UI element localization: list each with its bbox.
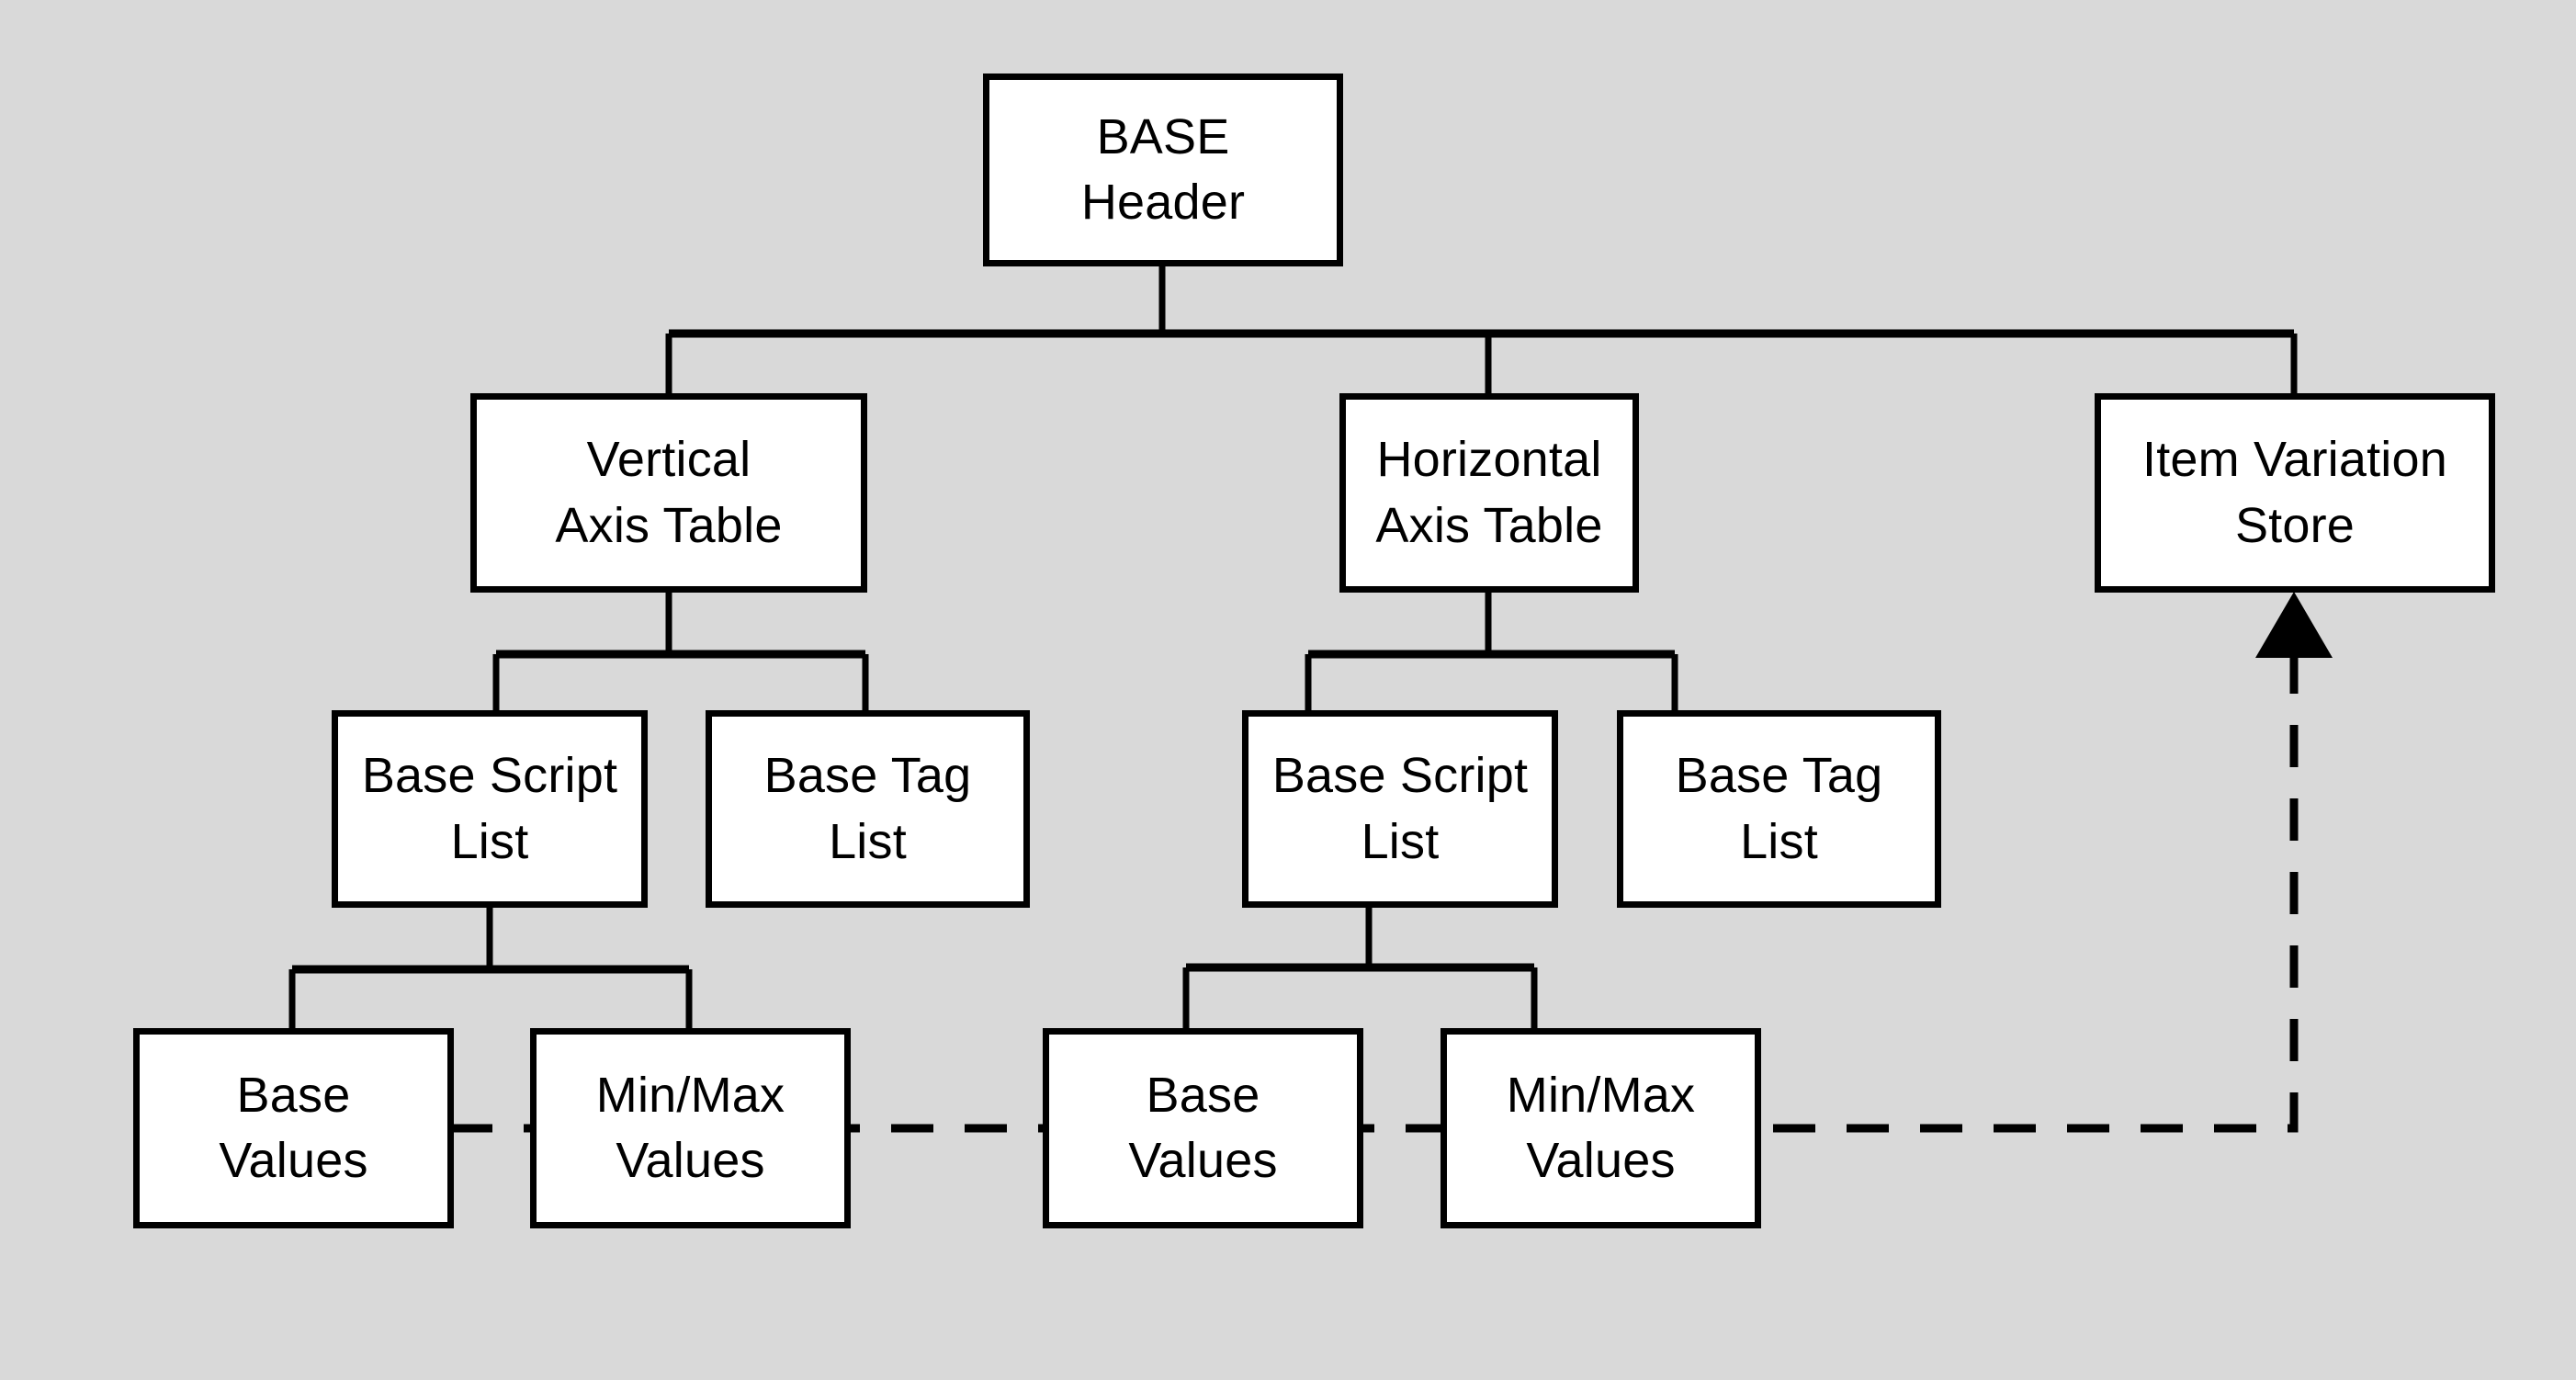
node-horizontal-base-values-line2: Values	[1128, 1133, 1278, 1188]
node-horizontal-base-tag-list-line1: Base Tag	[1675, 748, 1883, 804]
node-item-variation-store-line1: Item Variation	[2142, 432, 2447, 488]
node-horizontal-base-values-line1: Base	[1146, 1067, 1260, 1123]
node-horizontal-min-max-values-line2: Values	[1526, 1133, 1676, 1188]
node-horizontal-base-tag-list-line2: List	[1740, 813, 1818, 869]
node-vertical-base-script-list-line1: Base Script	[361, 748, 618, 804]
node-vertical-base-values-line2: Values	[219, 1133, 368, 1188]
node-vertical-base-values-line1: Base	[236, 1067, 351, 1123]
arrowhead-up-icon	[2255, 592, 2333, 658]
node-horizontal-min-max-values-line1: Min/Max	[1506, 1067, 1696, 1123]
node-vertical-base-values[interactable]: Base Values	[133, 1028, 454, 1228]
node-vertical-min-max-values-line2: Values	[616, 1133, 765, 1188]
node-horizontal-axis-table-line1: Horizontal	[1376, 432, 1602, 488]
node-item-variation-store[interactable]: Item Variation Store	[2095, 393, 2495, 593]
node-vertical-min-max-values-line1: Min/Max	[595, 1067, 785, 1123]
node-vertical-min-max-values[interactable]: Min/Max Values	[530, 1028, 851, 1228]
node-item-variation-store-line2: Store	[2234, 497, 2356, 553]
node-base-header[interactable]: BASE Header	[983, 74, 1343, 266]
node-base-header-line1: BASE	[1096, 108, 1230, 164]
node-horizontal-base-script-list[interactable]: Base Script List	[1242, 710, 1558, 908]
node-vertical-base-tag-list-line1: Base Tag	[763, 748, 972, 804]
node-horizontal-base-script-list-line2: List	[1361, 813, 1440, 869]
node-horizontal-min-max-values[interactable]: Min/Max Values	[1441, 1028, 1761, 1228]
node-vertical-axis-table-line1: Vertical	[586, 432, 751, 488]
node-horizontal-base-values[interactable]: Base Values	[1043, 1028, 1363, 1228]
node-horizontal-base-tag-list[interactable]: Base Tag List	[1617, 710, 1941, 908]
node-vertical-base-script-list-line2: List	[450, 813, 529, 869]
node-vertical-axis-table[interactable]: Vertical Axis Table	[470, 393, 867, 593]
node-base-header-line2: Header	[1080, 175, 1246, 230]
node-vertical-base-tag-list[interactable]: Base Tag List	[706, 710, 1030, 908]
node-vertical-base-script-list[interactable]: Base Script List	[332, 710, 648, 908]
node-horizontal-axis-table[interactable]: Horizontal Axis Table	[1339, 393, 1639, 593]
node-horizontal-base-script-list-line1: Base Script	[1271, 748, 1529, 804]
node-horizontal-axis-table-line2: Axis Table	[1375, 497, 1603, 553]
node-vertical-axis-table-line2: Axis Table	[555, 497, 783, 553]
node-vertical-base-tag-list-line2: List	[829, 813, 907, 869]
